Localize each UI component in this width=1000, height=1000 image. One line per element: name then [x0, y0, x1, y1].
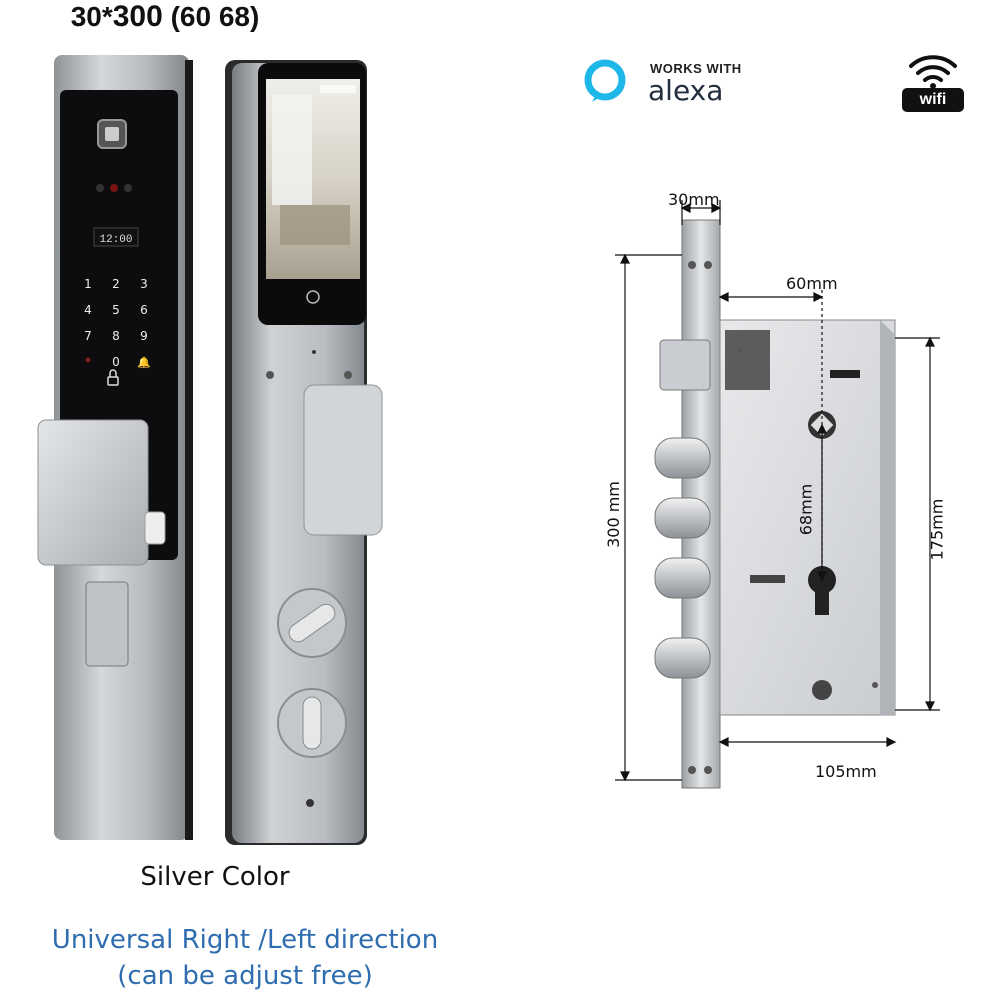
keypad-key: 2: [112, 277, 120, 291]
dimension-left-label: 300 mm: [603, 481, 623, 548]
color-caption: Silver Color: [140, 862, 290, 892]
keypad-key: *: [85, 355, 91, 369]
screen-fingerprint-icon: [306, 290, 320, 304]
alexa-logo-icon: [584, 59, 626, 102]
dimension-top-label: 30mm: [668, 190, 720, 209]
mortise-spec: 30*300 (60 68): [0, 0, 330, 34]
spec-part-b: 300: [112, 0, 163, 33]
lock-clock-display: 12:00: [99, 234, 132, 246]
keypad-key: 6: [140, 303, 148, 317]
wifi-icon: [909, 55, 957, 89]
keypad-key: 8: [112, 329, 120, 343]
keypad: 1 2 3 4 5 6 7 8 9 * 0 🔔: [84, 277, 151, 369]
front-lock-illustration: 12:00 1 2 3 4 5 6 7 8 9 * 0 🔔: [37, 55, 193, 840]
dimension-bottom-label: 105mm: [815, 762, 877, 781]
keypad-key: 🔔: [137, 356, 151, 369]
spec-part-a: 30*: [70, 1, 113, 32]
keypad-key: 1: [84, 277, 92, 291]
direction-line-2: (can be adjust free): [117, 961, 373, 991]
rear-lock-handle: [303, 384, 383, 536]
keypad-key: 0: [112, 355, 120, 369]
dimension-inner-label: 60mm: [786, 274, 838, 293]
keypad-key: 3: [140, 277, 148, 291]
alexa-works-with-text: WORKS WITH: [650, 61, 742, 76]
rear-lock-illustration: [225, 60, 383, 845]
dimension-right-label: 175mm: [927, 498, 947, 561]
keypad-key: 9: [140, 329, 148, 343]
front-lock-handle: [37, 419, 149, 566]
keypad-key: 7: [84, 329, 92, 343]
direction-caption: Universal Right /Left direction (can be …: [20, 922, 470, 994]
mortise-bolts: [654, 437, 711, 679]
keypad-key: 5: [112, 303, 120, 317]
mortise-latch: [659, 339, 711, 391]
alexa-brand-text: alexa: [648, 74, 724, 107]
dimension-center-label: 68mm: [796, 483, 816, 536]
mortise-lock-diagram: [615, 200, 940, 789]
direction-line-1: Universal Right /Left direction: [51, 925, 439, 955]
front-lock-key-cover: [85, 581, 129, 667]
wifi-badge-label: wifi: [902, 88, 964, 112]
spec-part-c: (60 68): [170, 1, 260, 32]
keypad-key: 4: [84, 303, 92, 317]
